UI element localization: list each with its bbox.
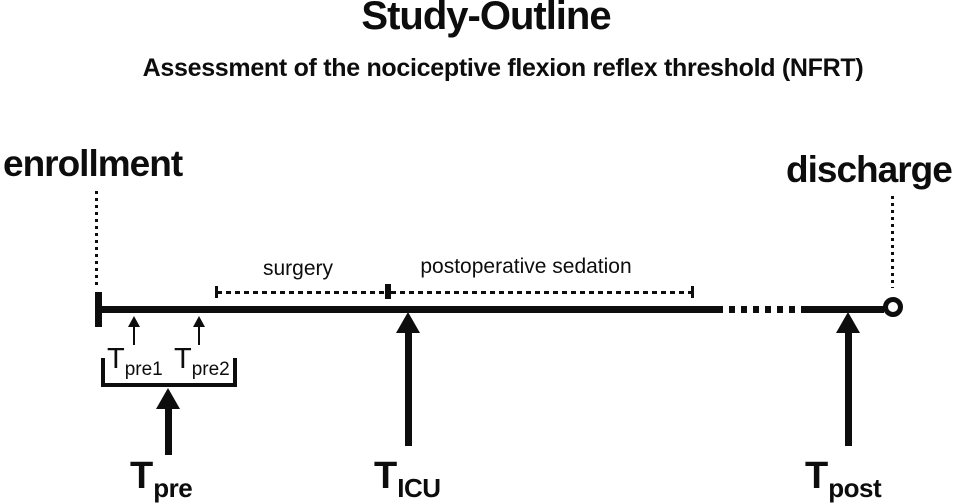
tpre-arrow-icon <box>156 388 180 455</box>
tpre1-subscript: pre1 <box>124 359 163 380</box>
surgery-span-start-tick <box>215 286 218 298</box>
tpre1-arrow-icon <box>128 316 140 345</box>
discharge-label: discharge <box>786 149 953 190</box>
timeline-solid-segment-end <box>803 306 884 313</box>
tpost-label: Tpost <box>805 455 882 503</box>
arrow-head <box>128 316 140 327</box>
enrollment-dotted-connector <box>95 191 98 286</box>
tpost-base: T <box>805 455 829 497</box>
postoperative-sedation-phase-label: postoperative sedation <box>420 255 632 278</box>
arrow-head <box>193 316 205 327</box>
tpre2-subscript: pre2 <box>191 359 230 380</box>
arrow-head <box>836 312 860 333</box>
tpre-subscript: pre <box>153 473 193 503</box>
tpre-base: T <box>130 455 154 497</box>
ticu-label: TICU <box>374 455 441 503</box>
surgery-span-dashed-line <box>217 291 385 294</box>
tpost-subscript: post <box>828 473 882 503</box>
enrollment-label: enrollment <box>3 143 183 184</box>
tpre-label: Tpre <box>130 455 193 503</box>
arrow-stem <box>164 409 172 455</box>
arrow-head <box>396 312 420 333</box>
postop-span-end-tick <box>691 286 694 298</box>
arrow-stem <box>198 327 200 345</box>
arrow-stem <box>133 327 135 345</box>
timeline-solid-segment <box>98 306 717 313</box>
tpost-arrow-icon <box>836 312 860 446</box>
tpre2-arrow-icon <box>193 316 205 345</box>
ticu-arrow-icon <box>396 312 420 446</box>
figure-subtitle: Assessment of the nociceptive flexion re… <box>142 54 864 82</box>
ticu-base: T <box>374 455 398 497</box>
tpre1-base: T <box>107 343 125 375</box>
figure-title: Study-Outline <box>361 0 611 38</box>
tpre1-label: Tpre1 <box>107 343 163 380</box>
tpre2-base: T <box>174 343 192 375</box>
tpre-group-bracket <box>101 358 237 387</box>
arrow-stem <box>844 333 852 446</box>
surgery-phase-label: surgery <box>262 257 334 280</box>
timeline-end-circle-icon <box>883 297 903 317</box>
ticu-subscript: ICU <box>397 473 441 503</box>
surgery-postop-boundary-tick <box>385 284 391 299</box>
discharge-dotted-connector <box>891 196 894 288</box>
tpre2-label: Tpre2 <box>174 343 230 380</box>
arrow-head <box>156 388 180 409</box>
timeline-dotted-segment <box>717 306 803 313</box>
arrow-stem <box>404 333 412 446</box>
postop-span-dashed-line <box>391 291 691 294</box>
